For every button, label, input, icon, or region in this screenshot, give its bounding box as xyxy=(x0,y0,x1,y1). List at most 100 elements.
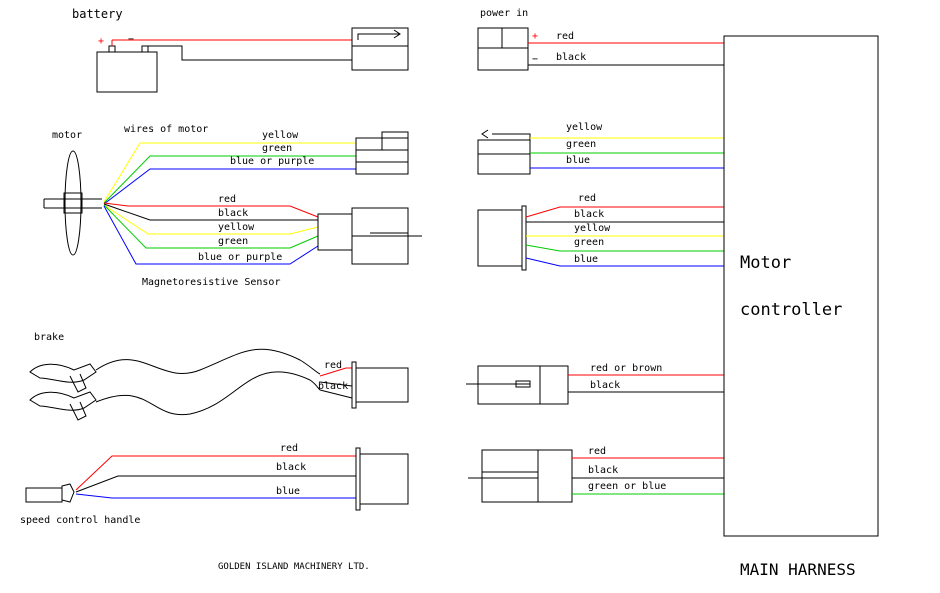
speed-handle-grip xyxy=(25,487,63,503)
brake-connector-flange xyxy=(351,361,357,409)
speed-handle-label-black: black xyxy=(276,462,307,473)
controller-sensor-label-blue: blue xyxy=(574,254,599,265)
power-in-minus-sign: − xyxy=(532,54,539,65)
brake-connector xyxy=(355,367,409,403)
controller-speed-label-green: green or blue xyxy=(588,481,667,492)
brake-wire-black-2 xyxy=(319,389,353,399)
brake-wire-black xyxy=(319,381,353,387)
motor-phase-connector-cap xyxy=(381,131,409,151)
battery-group xyxy=(96,27,409,93)
speed-handle-label-red: red xyxy=(280,443,299,454)
battery-wire-black xyxy=(145,45,352,61)
controller-brake-label-red: red or brown xyxy=(590,363,663,374)
speed-handle-throttle xyxy=(61,483,75,503)
controller-sensor-label-red: red xyxy=(578,193,597,204)
motor-hub xyxy=(63,192,83,214)
battery-connector-latch xyxy=(357,33,400,40)
battery-plus-sign: + xyxy=(98,36,105,47)
controller-sensor-wire-red xyxy=(525,206,724,218)
motor-sensor-wire-red xyxy=(103,202,319,218)
motor-phase-label-green: green xyxy=(262,143,293,154)
motor-sensor-label-black: black xyxy=(218,208,249,219)
motor-phase-wire-yellow xyxy=(103,142,356,203)
motor-sensor-wire-yellow xyxy=(103,204,319,235)
controller-speed-group xyxy=(468,449,724,503)
brake-lever-lower xyxy=(29,391,97,411)
speed-handle-wire-blue xyxy=(75,493,356,499)
brake-wire-red xyxy=(319,367,352,377)
motor-sensor-wire-black xyxy=(103,203,318,221)
power-in-plus-sign: + xyxy=(532,31,539,42)
controller-label-line2: controller xyxy=(740,300,843,320)
controller-sensor-connector xyxy=(477,209,523,267)
controller-speed-label-black: black xyxy=(588,465,619,476)
battery-body xyxy=(96,51,158,93)
footer-company: GOLDEN ISLAND MACHINERY LTD. xyxy=(218,562,370,572)
power-in-connector-cap xyxy=(501,27,529,49)
controller-sensor-wire-blue xyxy=(525,257,724,267)
power-in-group xyxy=(477,27,724,71)
controller-brake-connector xyxy=(477,365,569,405)
motor-sensor-label-blue: blue or purple xyxy=(198,252,283,263)
battery-connector xyxy=(351,27,409,71)
motor-phase-label-blue: blue or purple xyxy=(230,156,315,167)
battery-minus-sign: − xyxy=(128,34,135,45)
motor-phase-wire-green xyxy=(103,155,356,204)
controller-speed-connector xyxy=(481,449,573,503)
speed-handle-group xyxy=(25,447,409,511)
brake-cable-lower xyxy=(95,371,321,416)
controller-sensor-label-black: black xyxy=(574,209,605,220)
motor-sensor-wire-blue xyxy=(103,205,319,265)
motor-sensor-label-red: red xyxy=(218,194,237,205)
brake-label-black: black xyxy=(318,381,349,392)
brake-title: brake xyxy=(34,332,65,343)
controller-sensor-connector-flange xyxy=(521,205,527,271)
brake-label-red: red xyxy=(324,360,343,371)
power-in-wire-label-red: red xyxy=(556,31,575,42)
power-in-title: power in xyxy=(480,8,529,19)
controller-brake-pin-head xyxy=(515,380,531,388)
controller-sensor-wire-green xyxy=(525,244,724,252)
controller-phase-connector xyxy=(477,139,531,175)
brake-cable-upper xyxy=(95,348,321,375)
speed-handle-wire-black xyxy=(75,475,356,493)
motor-phase-label-yellow: yellow xyxy=(262,130,299,141)
controller-sensor-label-yellow: yellow xyxy=(574,223,611,234)
battery-terminal-negative xyxy=(141,45,149,53)
motor-group xyxy=(43,131,422,265)
motor-wires-title: wires of motor xyxy=(124,124,209,135)
controller-phase-connector-latch xyxy=(492,133,531,140)
motor-sensor-connector xyxy=(317,213,353,251)
brake-lever-upper xyxy=(29,363,97,383)
controller-phase-label-blue: blue xyxy=(566,155,591,166)
controller-motor-group xyxy=(477,129,724,271)
motor-title: motor xyxy=(52,130,83,141)
battery-connector-arrow xyxy=(393,29,401,39)
motor-phase-wire-blue xyxy=(103,168,356,205)
controller-sensor-label-green: green xyxy=(574,237,605,248)
motor-sensor-wire-green xyxy=(103,204,319,249)
speed-handle-title: speed control handle xyxy=(20,515,141,526)
power-in-wire-label-black: black xyxy=(556,52,587,63)
motor-sensor-title: Magnetoresistive Sensor xyxy=(142,277,281,288)
battery-title: battery xyxy=(72,7,123,21)
motor-sensor-label-green: green xyxy=(218,236,249,247)
brake-lever-upper-mount xyxy=(69,373,87,393)
power-in-connector xyxy=(477,27,529,71)
controller-phase-connector-arrow xyxy=(481,129,489,139)
brake-lever-lower-mount xyxy=(69,401,87,421)
controller-brake-group xyxy=(466,365,724,405)
controller-phase-label-green: green xyxy=(566,139,597,150)
controller-phase-label-yellow: yellow xyxy=(566,122,603,133)
speed-handle-label-blue: blue xyxy=(276,486,301,497)
controller-speed-label-red: red xyxy=(588,446,607,457)
motor-sensor-label-yellow: yellow xyxy=(218,222,255,233)
footer-title: MAIN HARNESS xyxy=(740,560,856,579)
controller-label-line1: Motor xyxy=(740,253,792,273)
speed-handle-wire-red xyxy=(75,455,356,491)
brake-group xyxy=(29,348,409,421)
speed-handle-connector-flange xyxy=(355,447,361,511)
battery-terminal-positive xyxy=(108,45,116,53)
